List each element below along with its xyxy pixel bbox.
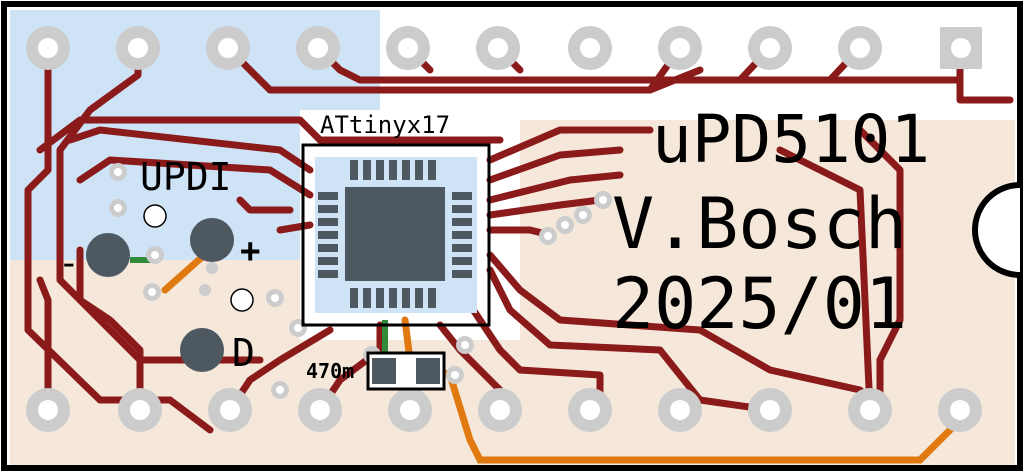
updi-label: UPDI [140,155,232,199]
pad-plus [190,218,234,262]
d-label: D [232,331,255,375]
title-line-3: 2025/01 [612,263,907,345]
chip-footprint [301,143,491,327]
plus-label: + [240,231,260,271]
test-point-d [230,288,254,312]
bottom-copper-zone [10,120,1015,465]
resistor-470m [366,351,446,391]
pad-d [180,328,224,372]
dip-notch [972,182,1021,278]
pad-minus [86,233,130,277]
title-line-1: uPD5101 [652,101,930,178]
top-left-blue-zone [10,10,380,260]
vias [109,163,612,399]
title-line-2: V.Bosch [612,183,907,265]
bottom-pin-row [26,388,982,432]
test-point-updi [143,204,167,228]
top-pin-row [26,26,982,70]
resistor-label: 470m [306,359,354,383]
minus-label: - [58,243,80,284]
chip-label: ATtinyx17 [320,111,450,139]
